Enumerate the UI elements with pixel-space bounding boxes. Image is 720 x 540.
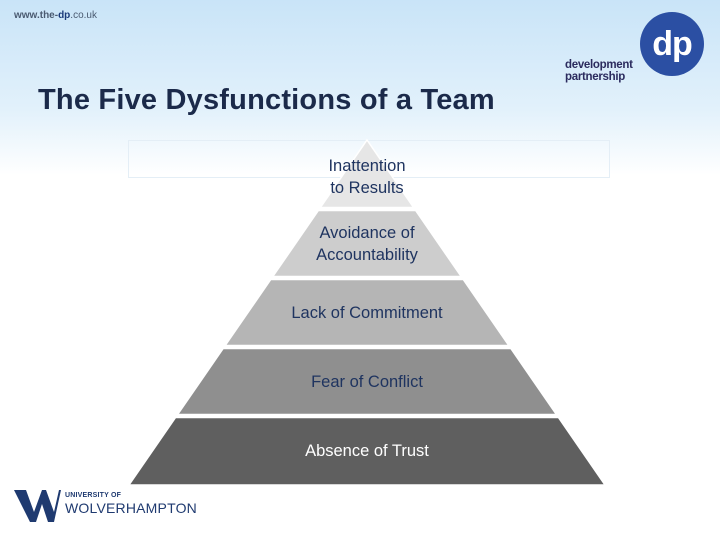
uw-logo-small-text: UNIVERSITY OF [65,492,122,499]
pyramid-tier-label-2: Avoidance of Accountability [316,223,418,264]
uw-emblem-icon [14,490,61,522]
pyramid-tier-label-3: Lack of Commitment [291,303,443,322]
dp-logo-mark: dp [640,12,704,76]
pyramid-tier-1 [319,138,415,209]
pyramid-tier-label-4: Fear of Conflict [311,372,423,391]
website-url[interactable]: www.the-dp.co.uk [14,10,97,21]
url-prefix: www.the- [14,10,59,21]
university-of-wolverhampton-logo: UNIVERSITY OF WOLVERHAMPTON [12,486,202,526]
slide-title: The Five Dysfunctions of a Team [38,84,495,116]
pyramid-tier-label-5: Absence of Trust [305,442,429,461]
uw-logo-big-text: WOLVERHAMPTON [65,500,197,516]
pyramid-tier-2 [271,209,463,278]
pyramid-tier-label-1: Inattention to Results [328,156,406,197]
pyramid-tier-3 [223,278,511,347]
url-brand: dp [58,10,71,21]
dp-logo-line2: partnership [565,71,625,83]
dp-logo-line1: development [565,59,633,71]
pyramid-tier-4 [176,347,558,416]
url-suffix: .co.uk [70,10,97,21]
development-partnership-logo: dp development partnership [565,12,710,84]
pyramid-tier-5 [127,416,607,486]
